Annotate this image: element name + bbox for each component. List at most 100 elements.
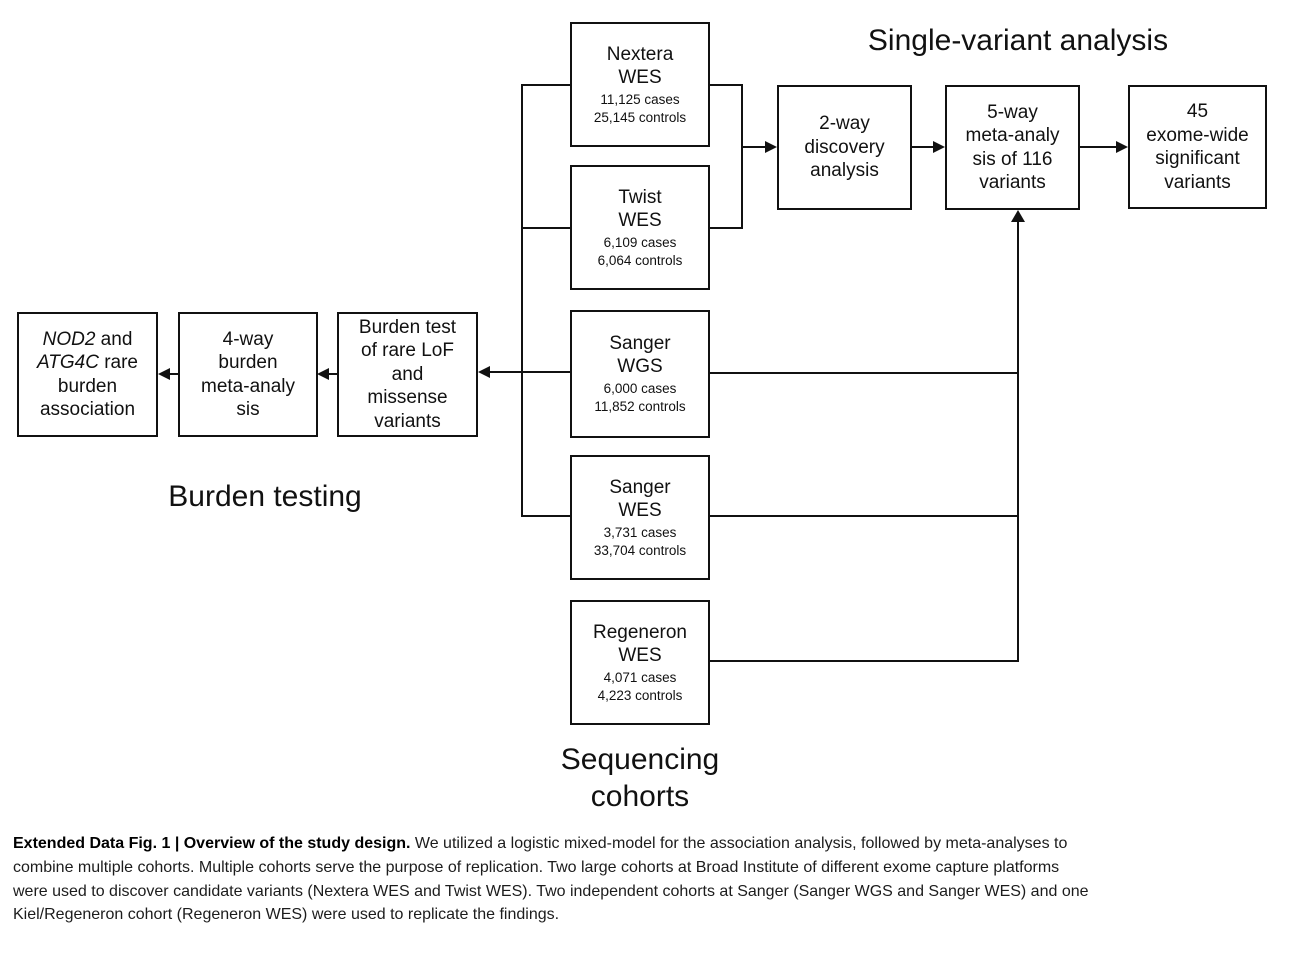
connector-line bbox=[1080, 146, 1118, 148]
box-text-line: discovery bbox=[804, 136, 885, 158]
cohort-stats: 4,071 cases 4,223 controls bbox=[598, 669, 683, 705]
box-text-line: burden bbox=[218, 352, 278, 373]
cohort-controls: 25,145 controls bbox=[593, 109, 687, 125]
box-text-line: burden bbox=[57, 375, 118, 397]
caption-line: Kiel/Regeneron cohort (Regeneron WES) we… bbox=[13, 906, 560, 924]
box-text-line: association bbox=[39, 399, 136, 420]
box-text-line: meta-analy bbox=[965, 125, 1060, 146]
connector-line bbox=[710, 84, 743, 86]
connector-line bbox=[741, 84, 743, 229]
cohort-box-regeneron-wes: Regeneron WES 4,071 cases 4,223 controls bbox=[570, 600, 710, 725]
connector-line bbox=[170, 373, 179, 375]
connector-line bbox=[710, 660, 1018, 662]
box-text-line: analysis bbox=[810, 160, 879, 182]
connector-line bbox=[521, 84, 523, 517]
cohort-stats: 6,000 cases 11,852 controls bbox=[594, 380, 685, 416]
cohort-stats: 6,109 cases 6,064 controls bbox=[598, 234, 683, 270]
caption-line: Extended Data Fig. 1 | Overview of the s… bbox=[13, 832, 1089, 856]
arrowhead-left-icon bbox=[317, 368, 329, 380]
box-4way-burden-meta-analysis: 4-way burden meta-analy sis bbox=[178, 312, 318, 437]
arrowhead-right-icon bbox=[1116, 141, 1128, 153]
box-text-line: sis of 116 bbox=[972, 148, 1053, 170]
box-2way-discovery-analysis: 2-way discovery analysis bbox=[777, 85, 912, 210]
cohort-box-sanger-wgs: Sanger WGS 6,000 cases 11,852 controls bbox=[570, 310, 710, 438]
caption-line: combine multiple cohorts. Multiple cohor… bbox=[13, 858, 1060, 876]
connector-line bbox=[912, 146, 935, 148]
box-text-line: NOD2 and bbox=[43, 328, 133, 352]
connector-line bbox=[1017, 221, 1019, 662]
box-5way-meta-analysis: 5-way meta-analy sis of 116 variants bbox=[945, 85, 1080, 210]
box-text-line: meta-analy bbox=[201, 375, 295, 397]
cohort-name: WGS bbox=[617, 356, 663, 377]
box-text-line: 2-way bbox=[819, 113, 870, 135]
arrowhead-left-icon bbox=[158, 368, 170, 380]
caption-text: We utilized a logistic mixed-model for t… bbox=[410, 835, 1068, 852]
burden-testing-title: Burden testing bbox=[168, 480, 362, 513]
box-text-line: 45 bbox=[1186, 101, 1209, 122]
figure-caption: Extended Data Fig. 1 | Overview of the s… bbox=[13, 832, 1089, 927]
box-text-line: of rare LoF bbox=[361, 340, 454, 362]
caption-bold-title: Extended Data Fig. 1 | Overview of the s… bbox=[13, 835, 411, 852]
box-text-line: Burden test bbox=[358, 316, 457, 338]
connector-line bbox=[710, 227, 743, 229]
cohort-cases: 11,125 cases bbox=[600, 91, 680, 107]
box-text-line: 4-way bbox=[222, 328, 274, 350]
box-text: and bbox=[95, 328, 133, 350]
connector-line bbox=[710, 372, 1018, 374]
cohort-box-twist-wes: Twist WES 6,109 cases 6,064 controls bbox=[570, 165, 710, 290]
connector-line bbox=[490, 371, 570, 373]
sequencing-cohorts-line1: Sequencing bbox=[560, 743, 720, 776]
cohort-controls: 6,064 controls bbox=[597, 252, 683, 268]
cohort-name: WES bbox=[618, 499, 662, 521]
box-text-line: sis bbox=[236, 399, 260, 420]
gene-name-italic: NOD2 bbox=[42, 328, 96, 350]
gene-name-italic: ATG4C bbox=[36, 352, 99, 373]
box-text-line: significant bbox=[1155, 148, 1240, 169]
connector-line bbox=[741, 146, 767, 148]
box-text-line: 5-way bbox=[987, 101, 1038, 123]
box-text: rare bbox=[98, 352, 138, 373]
arrowhead-right-icon bbox=[765, 141, 777, 153]
cohort-cases: 4,071 cases bbox=[603, 669, 677, 685]
cohort-controls: 4,223 controls bbox=[597, 687, 683, 703]
box-burden-test-variants: Burden test of rare LoF and missense var… bbox=[337, 312, 478, 437]
connector-line bbox=[523, 515, 570, 517]
cohort-box-sanger-wes: Sanger WES 3,731 cases 33,704 controls bbox=[570, 455, 710, 580]
cohort-name: WES bbox=[618, 66, 662, 88]
box-text-line: variants bbox=[374, 410, 441, 432]
box-text-line: variants bbox=[1164, 171, 1231, 193]
box-text-line: and bbox=[391, 363, 424, 385]
box-45-significant-variants: 45 exome-wide significant variants bbox=[1128, 85, 1267, 209]
box-nod2-atg4c-association: NOD2 and ATG4C rare burden association bbox=[17, 312, 158, 437]
caption-line: were used to discover candidate variants… bbox=[13, 882, 1089, 900]
cohort-name: Nextera bbox=[606, 43, 674, 65]
box-text-line: variants bbox=[979, 172, 1046, 193]
box-text-line: ATG4C rare bbox=[37, 351, 138, 375]
arrowhead-right-icon bbox=[933, 141, 945, 153]
connector-line bbox=[523, 84, 570, 86]
arrowhead-left-icon bbox=[478, 366, 490, 378]
connector-line bbox=[329, 373, 338, 375]
connector-line bbox=[710, 515, 1018, 517]
cohort-controls: 11,852 controls bbox=[594, 399, 686, 414]
cohort-name: Sanger bbox=[609, 333, 671, 354]
connector-line bbox=[523, 227, 570, 229]
sequencing-cohorts-line2: cohorts bbox=[590, 780, 690, 813]
cohort-name: Regeneron bbox=[592, 621, 688, 643]
cohort-name: WES bbox=[618, 644, 662, 666]
cohort-controls: 33,704 controls bbox=[593, 542, 687, 558]
cohort-name: Twist bbox=[618, 186, 662, 208]
single-variant-analysis-title: Single-variant analysis bbox=[867, 24, 1169, 57]
cohort-box-nextera-wes: Nextera WES 11,125 cases 25,145 controls bbox=[570, 22, 710, 147]
cohort-stats: 3,731 cases 33,704 controls bbox=[594, 524, 686, 560]
cohort-name: Sanger bbox=[609, 476, 671, 498]
box-text-line: missense bbox=[367, 387, 448, 409]
cohort-cases: 6,109 cases bbox=[603, 234, 677, 250]
cohort-cases: 3,731 cases bbox=[603, 524, 677, 540]
cohort-stats: 11,125 cases 25,145 controls bbox=[594, 91, 686, 127]
arrowhead-up-icon bbox=[1011, 210, 1025, 222]
sequencing-cohorts-title: Sequencing cohorts bbox=[540, 741, 740, 815]
box-text-line: exome-wide bbox=[1146, 124, 1249, 146]
cohort-cases: 6,000 cases bbox=[603, 381, 677, 396]
